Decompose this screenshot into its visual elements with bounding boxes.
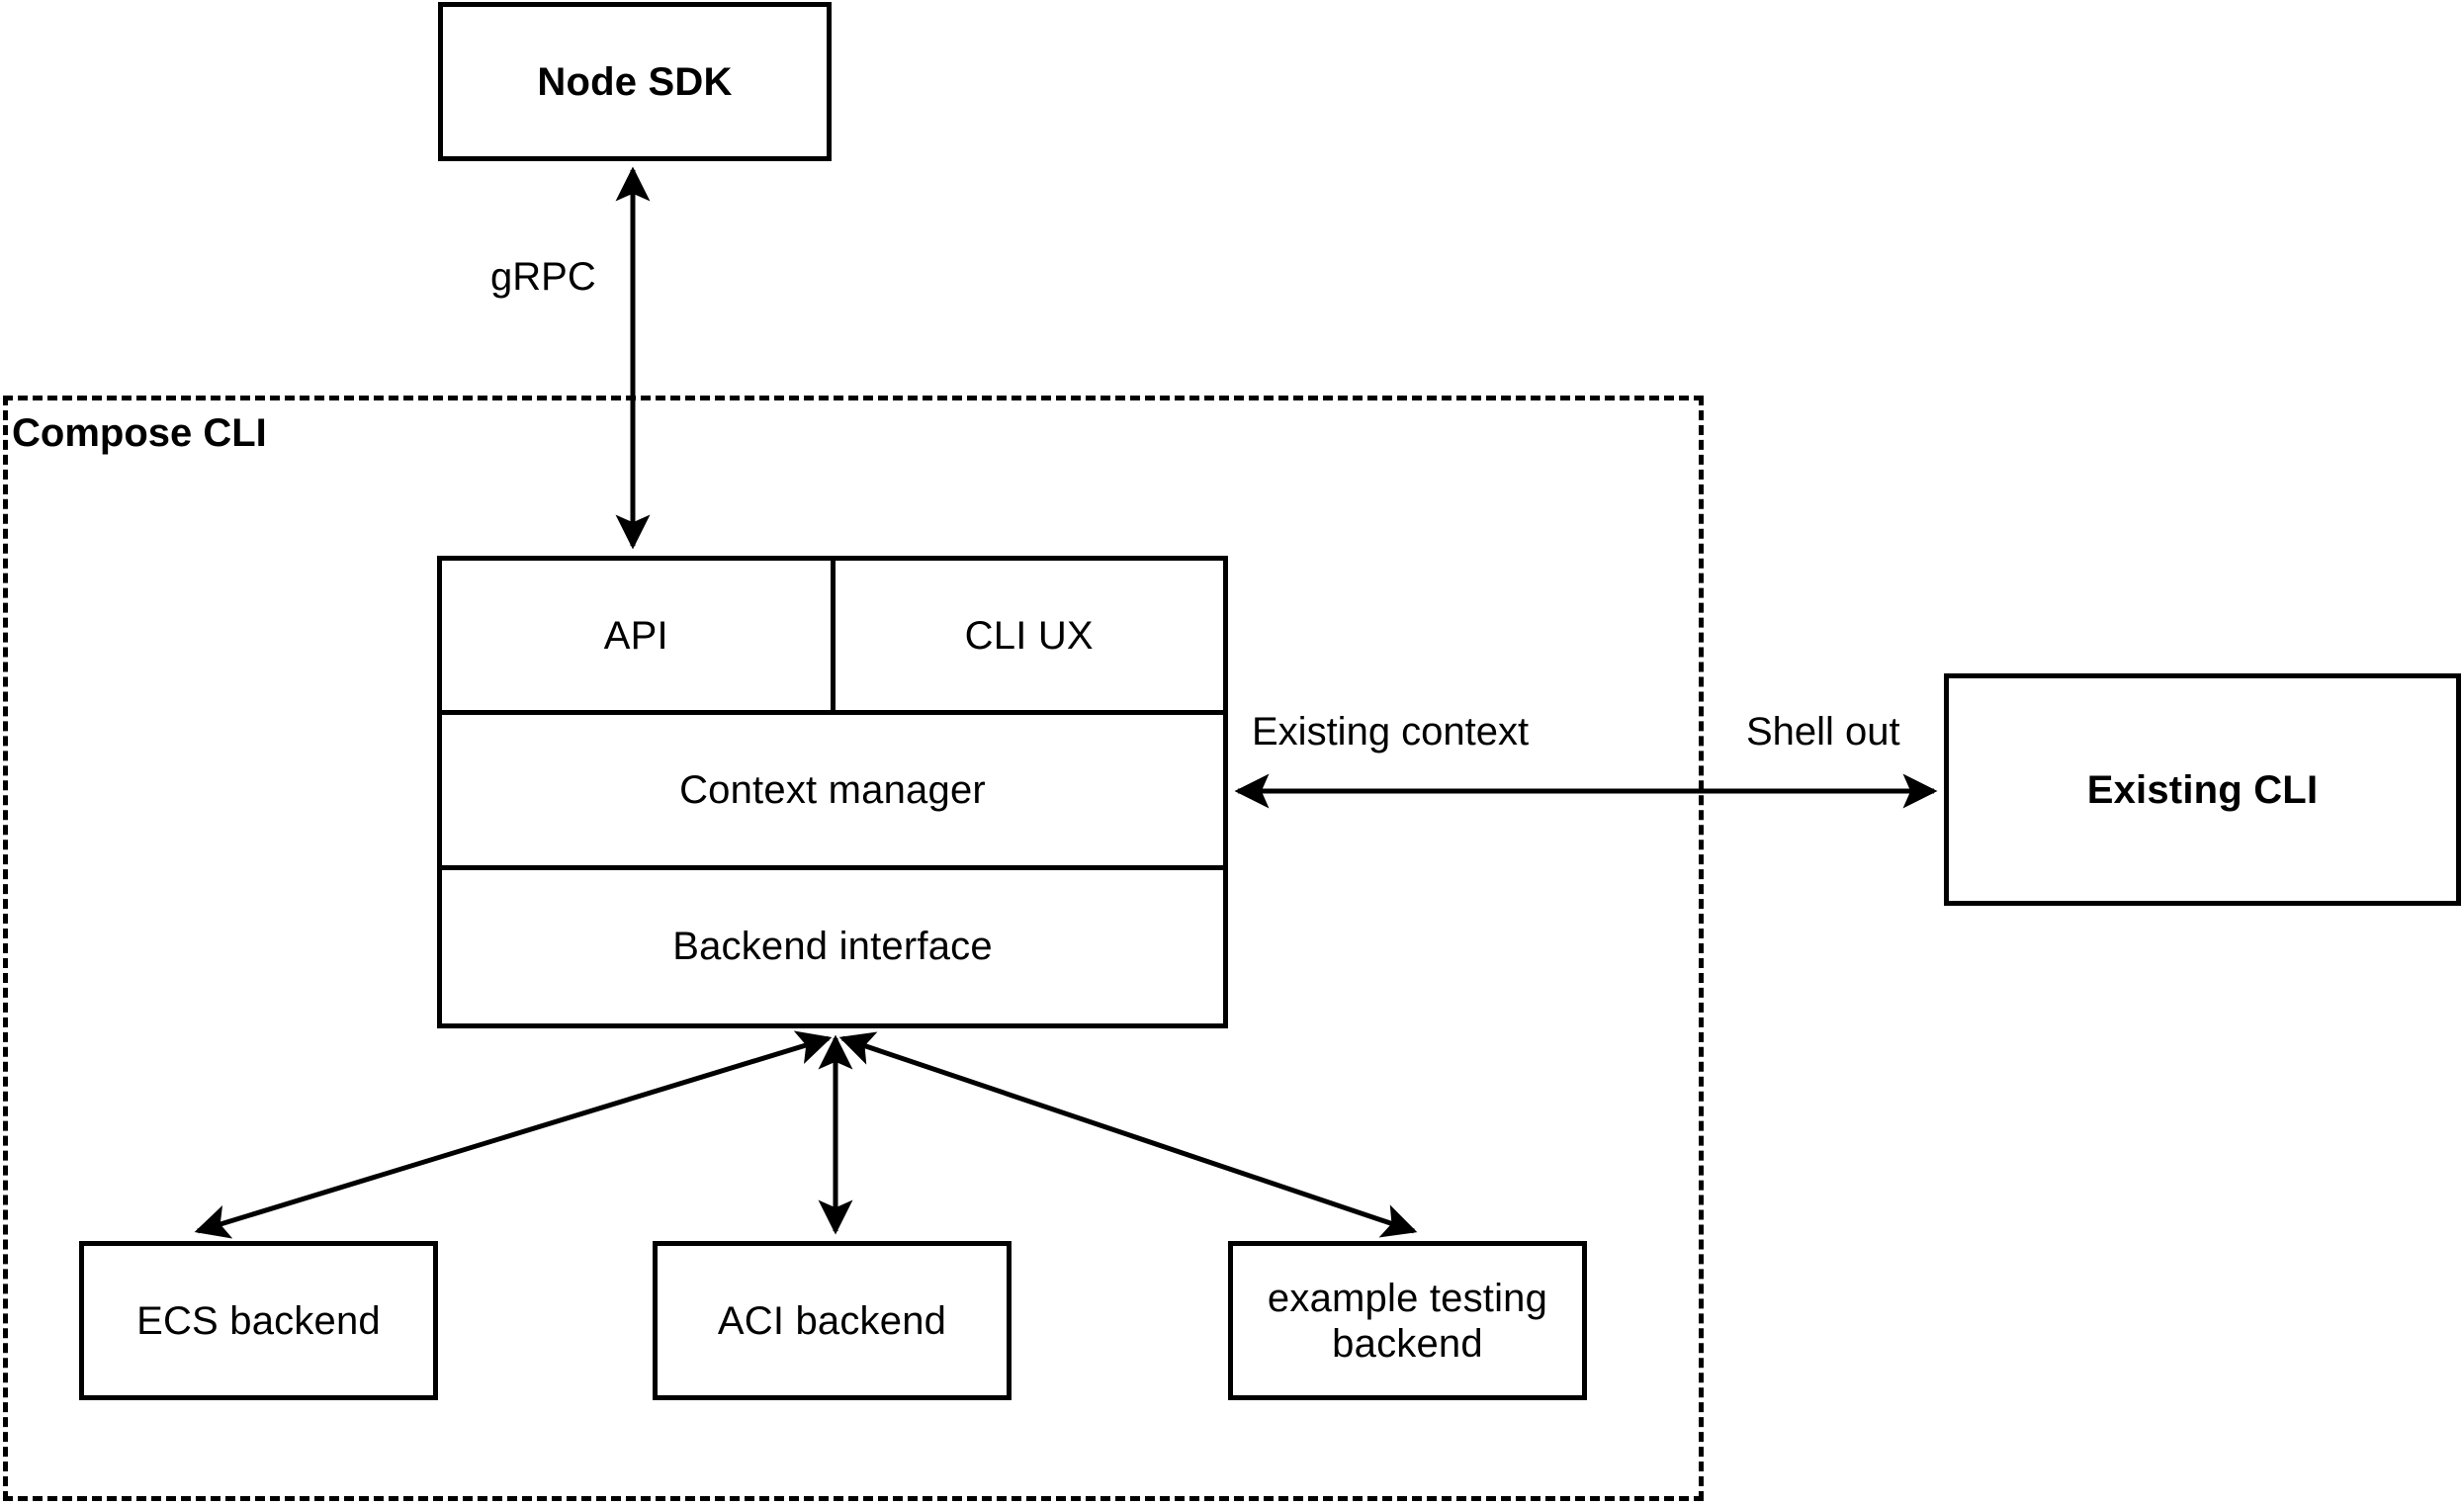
- context-manager-cell[interactable]: Context manager: [442, 715, 1223, 864]
- backend-interface-row[interactable]: Backend interface: [442, 870, 1223, 1023]
- cli-ux-cell[interactable]: CLI UX: [836, 561, 1224, 710]
- node-sdk-box[interactable]: Node SDK: [438, 2, 832, 161]
- api-cell[interactable]: API: [442, 561, 836, 711]
- example-testing-backend-label: example testing backend: [1267, 1276, 1548, 1366]
- example-testing-backend-box[interactable]: example testing backend: [1228, 1241, 1587, 1400]
- backend-interface-label: Backend interface: [672, 925, 993, 969]
- cli-ux-label: CLI UX: [964, 613, 1094, 658]
- edge-label-grpc: gRPC: [486, 255, 600, 300]
- ecs-backend-box[interactable]: ECS backend: [79, 1241, 438, 1400]
- compose-cli-group-label: Compose CLI: [12, 411, 267, 455]
- compose-cli-group: [3, 396, 1704, 1501]
- edge-label-shell-out: Shell out: [1742, 710, 1904, 754]
- compose-cli-stack: API CLI UX Context manager Backend inter…: [437, 556, 1228, 1028]
- ecs-backend-label: ECS backend: [136, 1298, 381, 1343]
- node-sdk-label: Node SDK: [537, 59, 733, 104]
- backend-interface-cell[interactable]: Backend interface: [442, 870, 1223, 1023]
- context-manager-label: Context manager: [679, 768, 986, 813]
- aci-backend-label: ACI backend: [717, 1298, 947, 1343]
- aci-backend-box[interactable]: ACI backend: [653, 1241, 1012, 1400]
- existing-cli-box[interactable]: Existing CLI: [1944, 673, 2461, 906]
- existing-cli-label: Existing CLI: [2086, 767, 2319, 812]
- api-label: API: [603, 613, 668, 658]
- stack-row-api-cliux: API CLI UX: [442, 561, 1224, 716]
- edge-label-existing-context: Existing context: [1248, 710, 1534, 754]
- context-manager-row[interactable]: Context manager: [442, 715, 1223, 870]
